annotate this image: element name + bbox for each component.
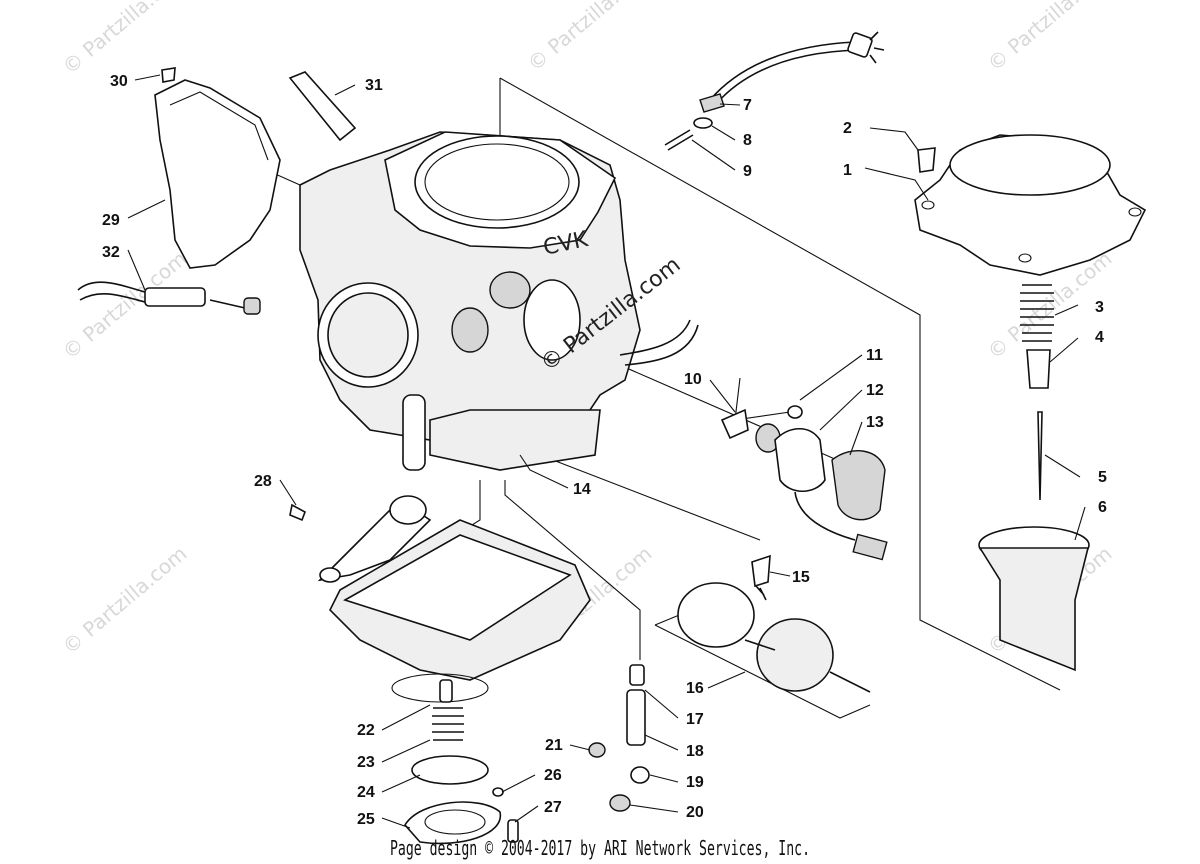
callout-22: 22 xyxy=(357,722,375,739)
leader-lines xyxy=(127,74,1086,829)
callout-7: 7 xyxy=(743,97,752,114)
callout-8: 8 xyxy=(743,132,752,149)
callout-28: 28 xyxy=(254,473,272,490)
page-footer-copyright: Page design © 2004-2017 by ARI Network S… xyxy=(390,836,810,860)
callout-31: 31 xyxy=(365,77,383,94)
callout-14: 14 xyxy=(573,481,591,498)
callout-15: 15 xyxy=(792,569,810,586)
callout-24: 24 xyxy=(357,784,375,801)
watermark: © Partzilla.com xyxy=(523,0,657,76)
callout-21: 21 xyxy=(545,737,563,754)
callout-4: 4 xyxy=(1095,329,1104,346)
callout-30: 30 xyxy=(110,73,128,90)
callout-20: 20 xyxy=(686,804,704,821)
callout-3: 3 xyxy=(1095,299,1104,316)
vacuum-piston-assembly xyxy=(914,134,1147,672)
left-side-parts xyxy=(77,67,357,315)
callout-16: 16 xyxy=(686,680,704,697)
float-bowl xyxy=(289,495,591,703)
callout-25: 25 xyxy=(357,811,375,828)
watermark: © Partzilla.com xyxy=(983,0,1117,76)
callout-18: 18 xyxy=(686,743,704,760)
callout-9: 9 xyxy=(743,163,752,180)
enricher-assembly xyxy=(720,405,888,561)
callout-27: 27 xyxy=(544,799,562,816)
callout-26: 26 xyxy=(544,767,562,784)
callout-17: 17 xyxy=(686,711,704,728)
callout-labels: 1 2 3 4 5 6 7 8 9 10 11 12 13 14 15 16 1… xyxy=(102,73,1107,828)
watermark: © Partzilla.com xyxy=(58,541,192,659)
callout-5: 5 xyxy=(1098,469,1107,486)
watermark: © Partzilla.com xyxy=(58,0,192,79)
callout-13: 13 xyxy=(866,414,884,431)
callout-29: 29 xyxy=(102,212,120,229)
callout-10: 10 xyxy=(684,371,702,388)
lower-parts xyxy=(404,664,650,845)
callout-19: 19 xyxy=(686,774,704,791)
callout-1: 1 xyxy=(843,162,852,179)
callout-6: 6 xyxy=(1098,499,1107,516)
callout-32: 32 xyxy=(102,244,120,261)
carburetor-body: CVK xyxy=(299,131,699,471)
callout-12: 12 xyxy=(866,382,884,399)
callout-23: 23 xyxy=(357,754,375,771)
callout-2: 2 xyxy=(843,120,852,137)
float-assembly xyxy=(677,554,871,693)
cable-and-screw-parts xyxy=(664,31,885,151)
callout-11: 11 xyxy=(866,347,883,364)
